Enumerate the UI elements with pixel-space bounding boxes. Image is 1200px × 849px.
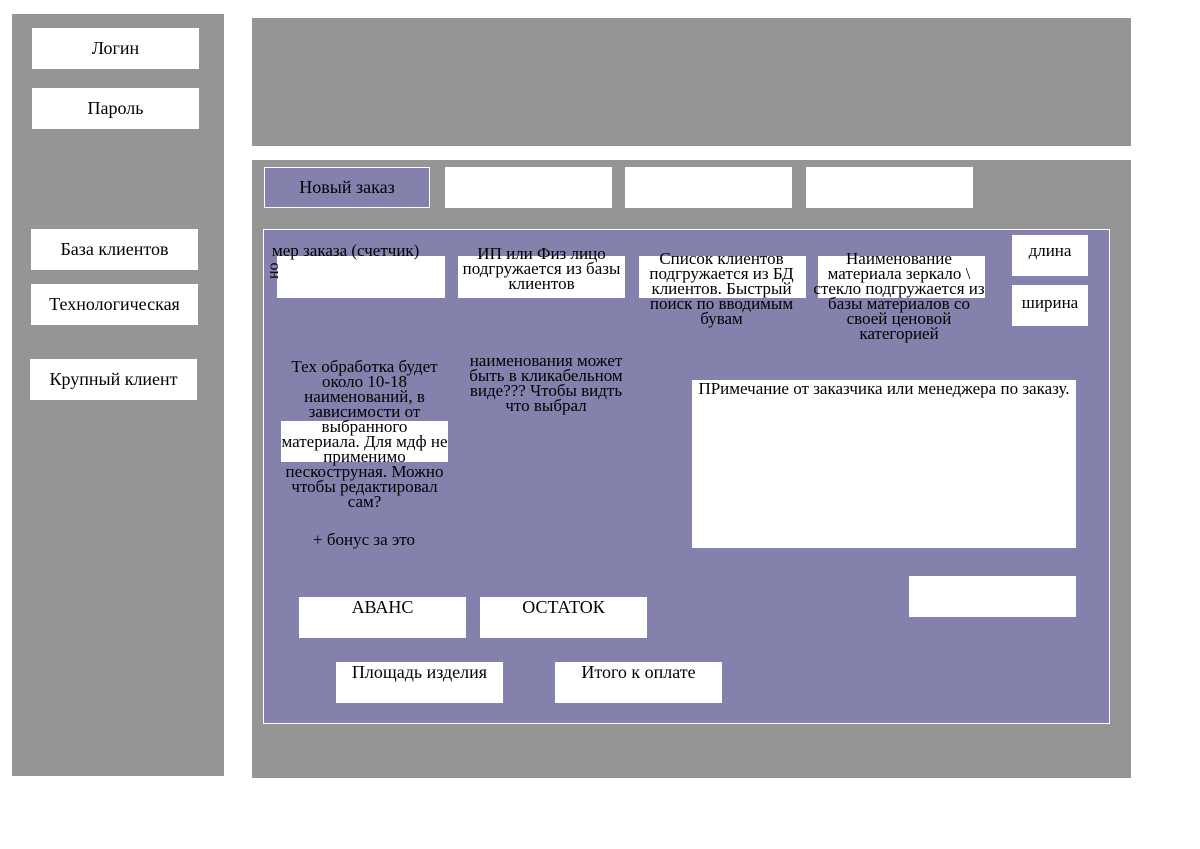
- client-type-select[interactable]: [458, 256, 625, 298]
- tab-2[interactable]: [445, 167, 612, 208]
- tab-new-order[interactable]: Новый заказ: [264, 167, 430, 208]
- width-input[interactable]: [1012, 285, 1088, 326]
- sidebar-item-large-client[interactable]: Крупный клиент: [30, 359, 197, 400]
- advance-label: АВАНС: [351, 597, 414, 617]
- balance-input[interactable]: ОСТАТОК: [480, 597, 647, 638]
- balance-label: ОСТАТОК: [522, 597, 605, 617]
- login-field[interactable]: Логин: [32, 28, 199, 69]
- total-input[interactable]: Итого к оплате: [555, 662, 722, 703]
- tab-4[interactable]: [806, 167, 973, 208]
- area-input[interactable]: Площадь изделия: [336, 662, 503, 703]
- tab-3[interactable]: [625, 167, 792, 208]
- area-label: Площадь изделия: [351, 662, 488, 682]
- material-select[interactable]: [818, 256, 985, 298]
- advance-input[interactable]: АВАНС: [299, 597, 466, 638]
- width-label: ширина: [1021, 293, 1079, 312]
- length-label: длина: [1028, 241, 1072, 260]
- bonus-note: + бонус за это: [313, 530, 415, 549]
- total-label: Итого к оплате: [581, 662, 696, 682]
- client-list-select[interactable]: [639, 256, 806, 298]
- comment-label: ПРимечание от заказчика или менеджера по…: [698, 379, 1070, 398]
- action-button[interactable]: [909, 576, 1076, 617]
- order-number-prefix: но: [265, 262, 282, 279]
- comment-textarea[interactable]: [692, 380, 1076, 548]
- length-input[interactable]: [1012, 235, 1088, 276]
- header-panel: [252, 18, 1131, 146]
- order-number-input[interactable]: [277, 256, 445, 298]
- order-number-label: мер заказа (счетчик): [272, 241, 420, 260]
- password-field[interactable]: Пароль: [32, 88, 199, 129]
- sidebar-item-client-base[interactable]: База клиентов: [31, 229, 198, 270]
- sidebar-item-technological[interactable]: Технологическая: [31, 284, 198, 325]
- tech-processing-select[interactable]: [281, 421, 448, 462]
